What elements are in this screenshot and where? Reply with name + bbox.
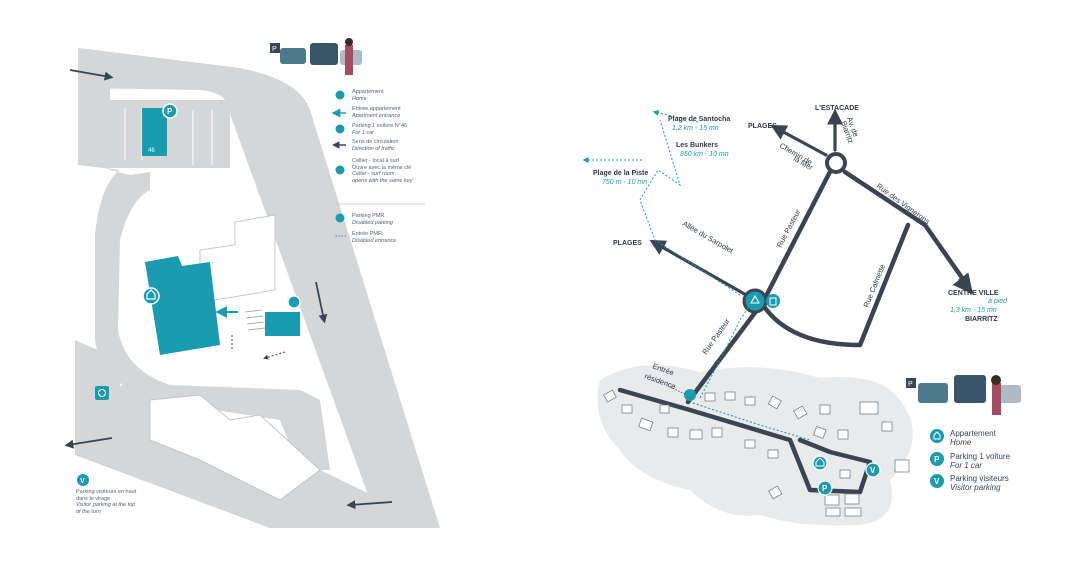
home-icon: [335, 90, 345, 100]
svg-text:750 m - 10 mn: 750 m - 10 mn: [602, 179, 647, 186]
walk-path-beach: [639, 119, 741, 296]
traffic-arrow-down: [315, 281, 328, 324]
walk-path-residence: [692, 402, 811, 441]
visitor-icon: [865, 462, 881, 478]
rue-calmette: [760, 222, 911, 348]
parking-icon: [930, 452, 944, 466]
home-icon: [930, 429, 944, 443]
lower-buildings: [149, 394, 321, 501]
traffic-arrow-out: [64, 437, 113, 449]
chemin-de-la-mer: [770, 124, 828, 157]
inner-road: [78, 88, 330, 470]
wheelchair-icon: [335, 213, 345, 223]
home-icon: [142, 287, 160, 305]
label-santocha: Plage de Santocha: [668, 116, 730, 123]
roundabout-top: [825, 152, 847, 174]
svg-text:à pied: à pied: [988, 298, 1008, 305]
cellar-icon: [335, 165, 345, 175]
entrance-marker: [684, 389, 696, 401]
pmr-entrance-arrow: [263, 351, 286, 360]
cellar-icon: [287, 295, 301, 309]
cellar-room: [265, 312, 300, 336]
rue-des-vignerons: [842, 169, 968, 285]
svg-text:V: V: [934, 477, 940, 486]
svg-text:1,2 km - 15 mn: 1,2 km - 15 mn: [672, 125, 719, 132]
svg-text:P: P: [167, 107, 173, 116]
label-bunkers: Les Bunkers: [676, 142, 718, 149]
wheelchair-icon: [95, 386, 109, 400]
svg-text:1,3 km - 15 mn: 1,3 km - 15 mn: [950, 307, 997, 314]
street-sarpolet: Allée du Sarpolet: [681, 219, 736, 256]
apartment-building: [145, 256, 220, 355]
label-plages-left: PLAGES: [613, 240, 642, 247]
label-estacade: L'ESTACADE: [815, 105, 859, 112]
traffic-arrow-bottom: [346, 500, 393, 510]
parking-icon: [817, 480, 833, 496]
parking-icon: [335, 124, 345, 134]
svg-text:P: P: [908, 381, 913, 388]
cars-illustration-right: P: [906, 375, 1021, 415]
legend-cellar: Cellier - local à surf Ouvre avec la mêm…: [352, 158, 413, 184]
rue-pasteur-upper: [760, 159, 838, 305]
label-piste: Plage de la Piste: [593, 170, 648, 177]
label-centre-ville: CENTRE VILLE: [948, 290, 999, 297]
parking-icon: [162, 103, 178, 119]
svg-text:P: P: [822, 484, 828, 493]
walk-path-santocha: [652, 109, 699, 123]
allee-du-sarpolet: [649, 239, 750, 298]
pmr-area: [75, 340, 120, 400]
visitor-icon: [77, 474, 89, 486]
parking-spot-46: [142, 108, 167, 156]
street-pasteur-top: Rue Pasteur: [775, 207, 803, 248]
rue-pasteur-lower: [685, 299, 766, 405]
street-vignerons: Rue des Vignerons: [875, 181, 932, 226]
left-legend-icons: [331, 90, 425, 237]
site-plan: 46 P V: [64, 48, 440, 528]
parking-number: 46: [148, 148, 155, 154]
svg-text:850 km - 10 mn: 850 km - 10 mn: [680, 151, 729, 158]
residence-road: [617, 387, 873, 495]
right-legend-icons: P V: [930, 429, 944, 488]
label-plages-top: PLAGES: [748, 123, 777, 130]
trash-icon: [766, 294, 780, 308]
traffic-arrow-in: [69, 69, 114, 81]
visitor-icon: [930, 474, 944, 488]
label-biarritz: BIARRITZ: [965, 316, 998, 323]
svg-text:P: P: [272, 46, 277, 53]
main-road: [78, 48, 440, 528]
area-map: P V L'ESTACADE PLAGES PLAGES Plage de Sa…: [582, 105, 1008, 526]
svg-text:P: P: [934, 455, 940, 464]
svg-text:V: V: [870, 466, 876, 475]
cars-illustration-left: P: [270, 38, 362, 75]
svg-text:V: V: [80, 478, 85, 485]
walk-path-main: [699, 307, 749, 399]
legend-visitor-note: Parking visiteurs en haut dans le virage…: [76, 489, 137, 515]
